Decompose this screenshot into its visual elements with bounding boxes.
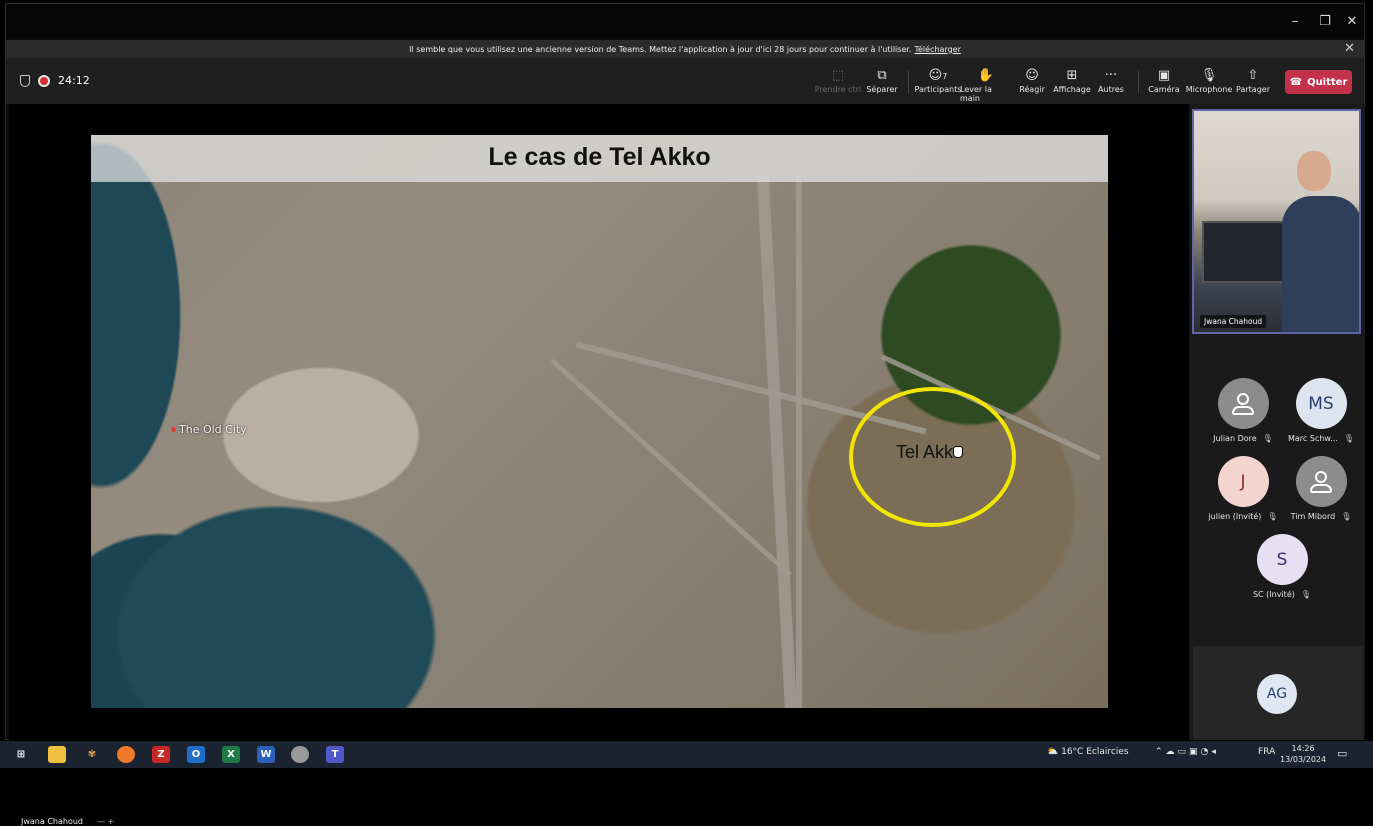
react-button[interactable]: ☺ Réagir (1019, 68, 1045, 94)
take-control-icon: ⬚ (831, 68, 845, 83)
update-banner: Il semble que vous utilisez une ancienne… (6, 40, 1364, 58)
recording-status: 24:12 (20, 74, 90, 87)
language-indicator[interactable]: FRA (1258, 747, 1276, 757)
tel-akko-label: Tel Akko (896, 442, 964, 462)
participant-name: Marc Schw... (1288, 434, 1338, 443)
avatar: MS (1295, 378, 1347, 429)
shared-slide: Le cas de Tel Akko The Old City Tel Akko (91, 135, 1108, 708)
mic-off-icon: 🎙 (1300, 590, 1312, 599)
hand-cursor-icon (953, 446, 963, 458)
old-city-label: The Old City (171, 423, 247, 436)
view-button[interactable]: ⊞ Affichage (1053, 68, 1091, 94)
presenter-name: Jwana Chahoud (21, 817, 83, 826)
avatar: S (1256, 534, 1308, 585)
windows-start-icon[interactable]: ⊞ (16, 749, 26, 760)
more-button[interactable]: ··· Autres (1098, 68, 1124, 94)
share-button[interactable]: ⇧ Partager (1236, 68, 1270, 94)
pop-out-button[interactable]: ⧉ Séparer (866, 68, 898, 94)
firefox-icon[interactable] (117, 746, 135, 763)
participant-body (1282, 196, 1359, 332)
share-icon: ⇧ (1247, 68, 1259, 83)
presenter-controls[interactable]: — + (97, 817, 115, 826)
minimize-button[interactable]: – (1291, 13, 1299, 29)
raise-hand-button[interactable]: ✋ Lever la main (960, 68, 995, 103)
leave-button[interactable]: ☎ Quitter (1285, 70, 1352, 94)
ellipsis-icon: ··· (1104, 68, 1118, 83)
excel-icon[interactable]: X (222, 746, 240, 763)
app-icon[interactable] (291, 746, 309, 763)
participant-tile[interactable]: J julien (Invité) 🎙 (1208, 456, 1278, 521)
person-icon (1232, 392, 1254, 415)
shared-screen-stage: Le cas de Tel Akko The Old City Tel Akko… (9, 104, 1189, 826)
mic-off-icon: 🎙 (1262, 434, 1273, 443)
grid-icon: ⊞ (1066, 68, 1078, 83)
avatar: J (1217, 456, 1269, 507)
title-bar: – ❐ ✕ (6, 4, 1364, 38)
camera-off-icon: ▣ (1157, 68, 1171, 83)
camera-button[interactable]: ▣ Caméra (1148, 68, 1180, 94)
phone-hangup-icon: ☎ (1289, 76, 1303, 88)
participants-panel: Jwana Chahoud Julian Dore 🎙 MS Marc Schw.… (1189, 104, 1365, 740)
participant-tile[interactable]: Tim Mibord 🎙 (1286, 456, 1356, 521)
microphone-button[interactable]: 🎙 Microphone (1185, 68, 1233, 94)
slide-title-band (91, 135, 1108, 182)
participant-tile[interactable]: Julian Dore 🎙 (1208, 378, 1278, 443)
shield-icon (20, 74, 30, 87)
teams-window: – ❐ ✕ Il semble que vous utilisez une an… (5, 3, 1365, 826)
participant-name: Tim Mibord (1290, 512, 1336, 521)
recording-icon (38, 74, 50, 87)
participant-face (1297, 151, 1331, 191)
mic-off-icon: 🎙 (1341, 512, 1352, 521)
avatar (1217, 378, 1269, 429)
weather-widget[interactable]: ⛅ 16°C Eclaircies (1047, 747, 1129, 757)
close-window-button[interactable]: ✕ (1346, 13, 1358, 29)
participant-tile[interactable]: MS Marc Schw... 🎙 (1286, 378, 1356, 443)
participant-name: julien (Invité) (1208, 512, 1262, 521)
taskbar-clock[interactable]: 14:26 13/03/2024 (1280, 744, 1327, 764)
mic-off-icon: 🎙 (1343, 434, 1354, 443)
background-monitor (1202, 221, 1288, 283)
video-tile-name: Jwana Chahoud (1200, 315, 1267, 328)
hand-icon: ✋ (977, 68, 995, 83)
mic-off-icon: 🎙 (1200, 68, 1218, 83)
meeting-timer: 24:12 (58, 74, 90, 87)
teams-icon[interactable]: T (326, 746, 344, 763)
notification-icon[interactable]: ▭ (1337, 747, 1348, 760)
presenter-name-bar: Jwana Chahoud — + (21, 817, 114, 826)
take-control-button[interactable]: ⬚ Prendre ctrl (814, 68, 862, 94)
overflow-participants-tile[interactable]: AG (1193, 646, 1363, 740)
file-explorer-icon[interactable] (48, 746, 66, 763)
map-pin-icon (171, 427, 176, 432)
participant-video-tile[interactable]: Jwana Chahoud (1192, 109, 1361, 334)
app-icon[interactable]: ✾ (87, 749, 97, 760)
participants-button[interactable]: ☺7 Participants (914, 68, 962, 94)
download-link[interactable]: Télécharger (914, 44, 961, 54)
outlook-icon[interactable]: O (187, 746, 205, 763)
smiley-icon: ☺ (1025, 68, 1039, 83)
person-icon (1310, 470, 1332, 493)
system-tray-icons[interactable]: ⌃☁▭▣◔◂ (1155, 747, 1219, 757)
participant-name: SC (Invité) (1252, 590, 1295, 599)
participant-tile[interactable]: S SC (Invité) 🎙 (1247, 534, 1317, 599)
mic-off-icon: 🎙 (1267, 512, 1278, 521)
pop-out-icon: ⧉ (877, 68, 887, 83)
filezilla-icon[interactable]: Z (152, 746, 170, 763)
banner-close-icon[interactable]: ✕ (1344, 41, 1355, 56)
restore-button[interactable]: ❐ (1319, 13, 1331, 29)
tel-akko-highlight-circle (849, 387, 1016, 527)
windows-taskbar: ⊞ ✾ Z O X W T ⛅ 16°C Eclaircies ⌃☁▭▣◔◂ F… (0, 741, 1373, 768)
avatar: AG (1257, 674, 1297, 714)
participant-name: Julian Dore (1213, 434, 1257, 443)
avatar (1295, 456, 1347, 507)
people-icon: ☺7 (928, 68, 948, 83)
word-icon[interactable]: W (257, 746, 275, 763)
meeting-toolbar: 24:12 ⬚ Prendre ctrl ⧉ Séparer ☺7 Partic… (6, 58, 1364, 104)
update-banner-text: Il semble que vous utilisez une ancienne… (409, 44, 912, 54)
slide-title: Le cas de Tel Akko (488, 143, 711, 171)
weather-icon: ⛅ (1047, 747, 1059, 757)
